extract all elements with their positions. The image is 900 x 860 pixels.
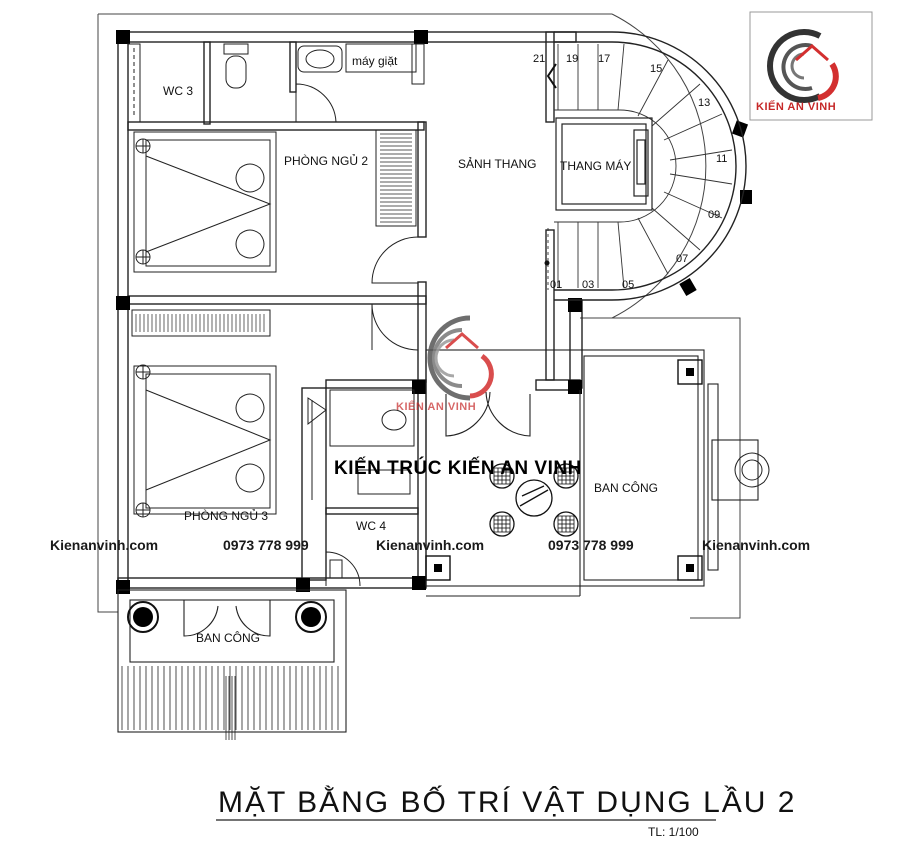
drawing-scale: TL: 1/100	[648, 825, 699, 839]
bedroom2-doors	[371, 236, 419, 351]
stair-treads	[547, 43, 733, 290]
label-wc4: WC 4	[356, 519, 386, 533]
label-elevator: THANG MÁY	[560, 158, 631, 173]
label-balcony-front: BAN CÔNG	[196, 630, 260, 645]
center-watermark-logo-text: KIẾN AN VINH	[396, 400, 476, 413]
watermark-phone-2: 0973 778 999	[548, 537, 634, 553]
stair-step-11: 11	[716, 153, 727, 165]
structural-columns	[116, 30, 752, 594]
front-balcony-pots	[127, 601, 327, 633]
balcony-table-set	[489, 463, 579, 537]
stair-enclosure	[554, 31, 747, 301]
center-watermark-logo	[427, 315, 494, 401]
label-bedroom2: PHÒNG NGỦ 2	[284, 153, 368, 168]
wardrobe-lines-bed2	[380, 133, 412, 223]
stair-step-13: 13	[698, 97, 710, 109]
drawing-title: MẶT BẰNG BỐ TRÍ VẬT DỤNG LẦU 2	[218, 785, 796, 819]
elevator-shaft	[555, 117, 653, 211]
watermark-site-3: Kienanvinh.com	[702, 537, 810, 553]
watermark-phone-1: 0973 778 999	[223, 537, 309, 553]
stair-start-dot	[544, 260, 550, 266]
label-balcony-right: BAN CÔNG	[594, 480, 658, 495]
label-washing-machine: máy giặt	[352, 54, 398, 68]
stair-step-05: 05	[622, 279, 634, 291]
watermark-site-1: Kienanvinh.com	[50, 537, 158, 553]
balcony-pillar-cores	[434, 368, 694, 572]
watermark-company: KIẾN TRÚC KIẾN AN VINH	[334, 457, 582, 479]
site-outline	[97, 13, 741, 619]
side-planter-ornament	[734, 452, 770, 488]
brand-logo-text: KIẾN AN VINH	[756, 100, 836, 113]
right-balcony	[425, 349, 759, 597]
chair-weave	[493, 467, 575, 533]
wc3-fixtures	[127, 43, 425, 123]
stair-step-03: 03	[582, 279, 594, 291]
bedroom2-furniture	[133, 129, 417, 273]
wardrobe-lines-bed3	[135, 314, 265, 332]
watermark-site-2: Kienanvinh.com	[376, 537, 484, 553]
stair-step-15: 15	[650, 63, 662, 75]
bedroom3-furniture	[131, 309, 277, 518]
stair-step-21: 21	[533, 53, 545, 65]
stair-direction-arrow	[546, 63, 557, 89]
balcony-pillars	[425, 359, 703, 581]
label-stair-hall: SẢNH THANG	[458, 156, 536, 171]
stair-step-17: 17	[598, 53, 610, 65]
stair-step-01: 01	[550, 279, 562, 291]
label-wc3: WC 3	[163, 84, 193, 98]
wc4-fixtures	[307, 389, 415, 587]
label-bedroom3: PHÒNG NGỦ 3	[184, 508, 268, 523]
front-railing	[121, 666, 339, 740]
stair-step-07: 07	[676, 253, 688, 265]
stair-step-09: 09	[708, 209, 720, 221]
stair-step-19: 19	[566, 53, 578, 65]
brand-logo	[749, 11, 873, 121]
